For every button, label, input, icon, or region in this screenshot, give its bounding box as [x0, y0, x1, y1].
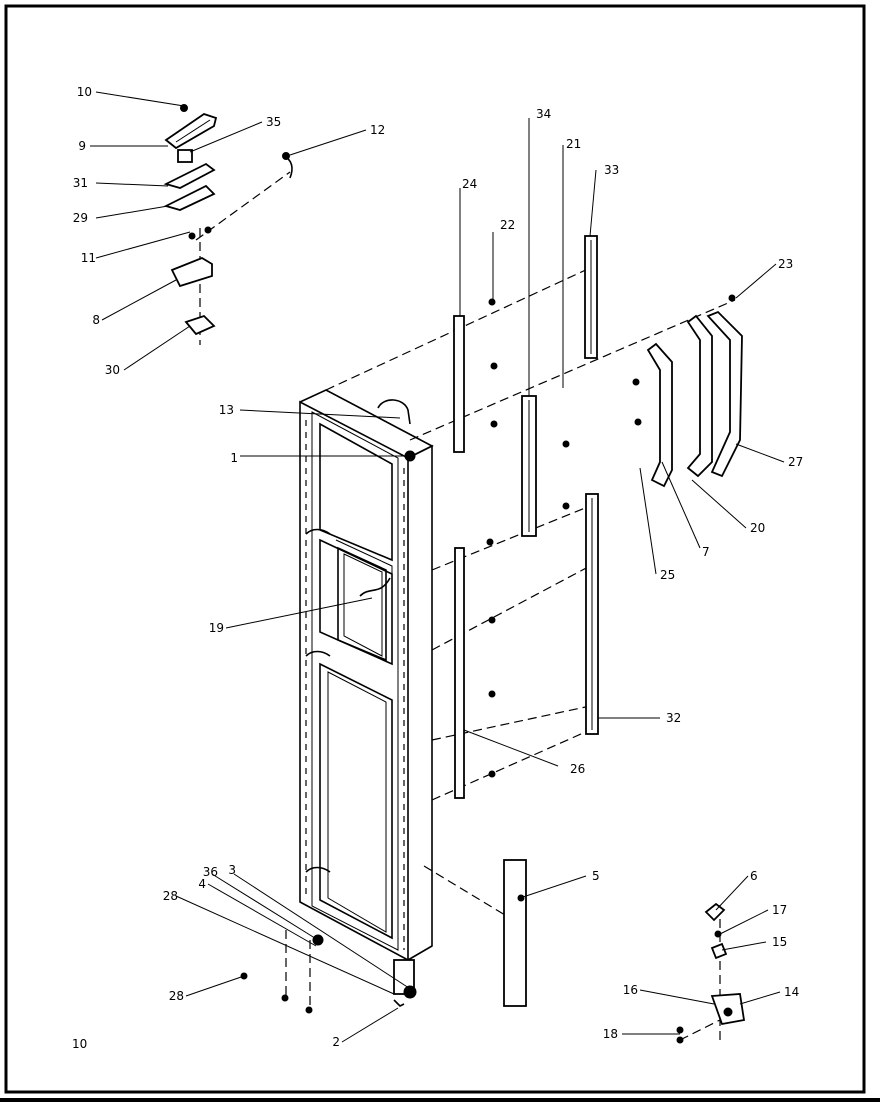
callout-5: 5 [592, 869, 600, 883]
trim-strips [453, 118, 599, 1007]
screws [240, 294, 736, 1044]
callout-23: 23 [778, 257, 793, 271]
callout-26: 26 [570, 762, 585, 776]
callout-3: 3 [228, 863, 236, 877]
callout-31: 31 [73, 176, 88, 190]
top-hinge-assembly [163, 104, 293, 336]
callout-labels: 1 2 3 4 5 6 7 8 9 10 11 12 13 14 15 16 1… [73, 85, 804, 1049]
callout-13: 13 [219, 403, 234, 417]
callout-2: 2 [332, 1035, 340, 1049]
callout-20: 20 [750, 521, 765, 535]
callout-6: 6 [750, 869, 758, 883]
callout-12: 12 [370, 123, 385, 137]
callout-33: 33 [604, 163, 619, 177]
leader-lines [90, 91, 785, 1043]
callout-18: 18 [603, 1027, 618, 1041]
alignment-lines [195, 171, 736, 1041]
callout-17: 17 [772, 903, 787, 917]
callout-19: 19 [209, 621, 224, 635]
callout-30: 30 [105, 363, 120, 377]
callout-28-top: 28 [163, 889, 178, 903]
callout-35: 35 [266, 115, 281, 129]
callout-27: 27 [788, 455, 803, 469]
callout-9: 9 [78, 139, 86, 153]
callout-8: 8 [92, 313, 100, 327]
callout-7: 7 [702, 545, 710, 559]
callout-28-bottom: 28 [169, 989, 184, 1003]
callout-1: 1 [230, 451, 238, 465]
page-border [0, 4, 880, 1102]
callout-22: 22 [500, 218, 515, 232]
callout-10: 10 [77, 85, 92, 99]
callout-11: 11 [81, 251, 96, 265]
handle-brackets [646, 310, 743, 488]
callout-34: 34 [536, 107, 551, 121]
page-number: 10 [72, 1037, 87, 1051]
callout-32: 32 [666, 711, 681, 725]
callout-16: 16 [623, 983, 638, 997]
callout-25: 25 [660, 568, 675, 582]
callout-36: 36 [203, 865, 218, 879]
callout-15: 15 [772, 935, 787, 949]
callout-4: 4 [198, 877, 206, 891]
callout-29: 29 [73, 211, 88, 225]
bottom-hinge-assembly [704, 902, 746, 1026]
door-panel [299, 389, 434, 1007]
callout-24: 24 [462, 177, 477, 191]
callout-14: 14 [784, 985, 799, 999]
callout-21: 21 [566, 137, 581, 151]
